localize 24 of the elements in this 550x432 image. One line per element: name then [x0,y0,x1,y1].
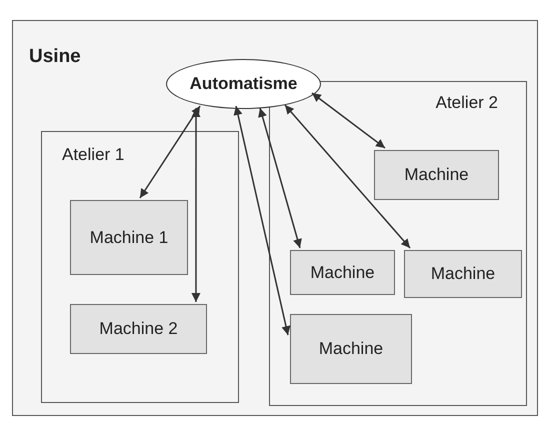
factory-frame [12,20,538,416]
machine-box [374,150,499,200]
area-title: Usine [29,45,81,69]
machine-box [70,200,188,275]
double-arrow [234,106,290,336]
machine-box [70,304,207,354]
machine-label: Machine [310,262,375,284]
double-arrow [139,106,201,198]
machine-box [290,250,395,295]
machine-label: Machine [430,263,496,286]
machine-label: Machine [404,164,469,186]
area-title: Atelier 1 [62,144,124,166]
workshop-box [41,131,239,403]
machine-label: Machine 1 [90,226,168,249]
double-arrow [284,104,411,248]
machine-box [404,250,522,298]
double-arrow [191,108,200,302]
controller-label: Automatisme [190,73,298,96]
machine-label: Machine 2 [99,318,178,340]
double-arrow [312,92,386,149]
machine-box [290,314,412,384]
machine-label: Machine [318,338,384,360]
area-title: Atelier 2 [436,92,498,114]
double-arrow [258,108,302,248]
